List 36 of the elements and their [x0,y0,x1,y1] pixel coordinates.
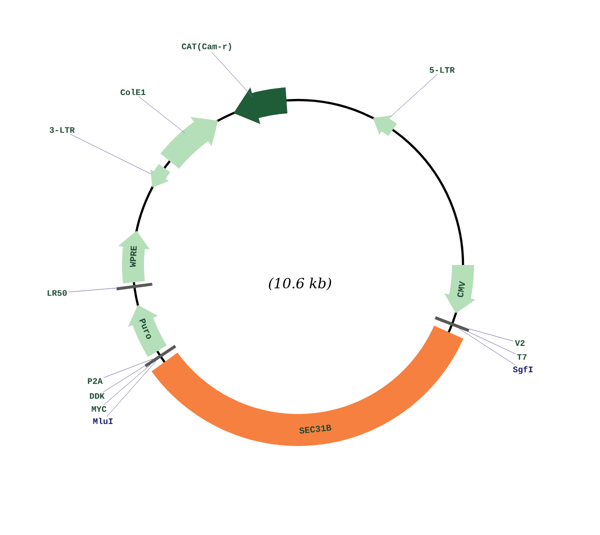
feature-label: MYC [92,406,106,412]
feature-label: 3-LTR [50,127,75,133]
feature-label: MluI [93,418,113,424]
feature-label: T7 [517,354,527,360]
feature-block: WPRE [118,230,150,284]
leader-line [138,96,185,134]
gene-band: SEC31B [152,326,464,446]
site-marker [116,282,152,290]
feature-block: CMV [444,265,476,314]
leader-line [390,74,438,118]
feature-label: DDK [90,393,105,399]
feature-label: 5-LTR [430,67,455,73]
feature-label: V2 [514,340,525,346]
leader-line [104,358,154,378]
feature-label: SgfI [512,366,533,374]
leader-line [468,328,514,342]
leader-line [104,364,150,406]
feature-block [150,164,170,188]
leader-line [468,332,516,354]
leader-line [68,288,116,292]
leader-line [106,360,156,417]
feature-label: LR50 [48,290,67,296]
leader-line [211,52,254,98]
site-marker [434,316,470,332]
feature-block [372,115,397,136]
leader-line [458,328,516,365]
feature-label: P2A [88,378,103,384]
leader-line [70,134,152,174]
site-marker [144,344,176,368]
feature-label: ColE1 [120,88,146,96]
feature-block [160,116,218,169]
feature-label: CAT(Cam-r) [182,43,232,51]
feature-block [234,87,288,124]
size-label: (10.6 kb) [268,278,332,290]
leader-line [103,366,146,392]
feature-block: Puro [128,304,167,357]
